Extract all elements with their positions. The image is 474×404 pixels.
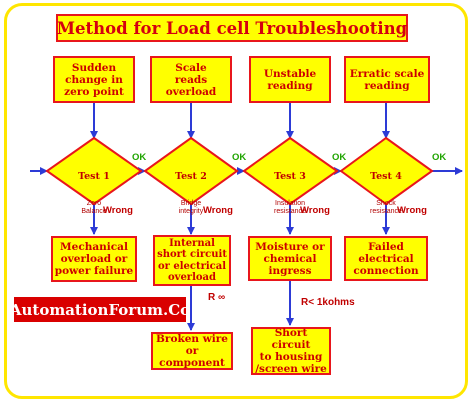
sub-fault-box-3: Short circuit to housing /screen wire [251,327,331,375]
test-label-3: Test 3 Insulation resistance [260,153,320,234]
symptom-box-3: Unstable reading [249,56,331,103]
ok-label-3: OK [332,152,347,163]
wrong-label-2: Wrong [203,205,233,216]
sub-fault-box-2: Broken wire or component [151,332,233,370]
wrong-label-4: Wrong [397,205,427,216]
test-diamond-4 [339,136,434,206]
test-diamond-1 [45,136,143,206]
symptom-box-1: Sudden change in zero point [53,56,135,103]
test-diamond-2 [143,136,239,206]
test-desc-1: Zero Balance [81,200,107,215]
test-desc-2: Bridge integrity [178,200,204,215]
wrong-label-1: Wrong [103,205,133,216]
test-label-2: Test 2 Bridge integrity [161,153,221,234]
r-infinity-note: R ∞ [208,292,226,303]
test-name-1: Test 1 [78,171,110,182]
test-name-2: Test 2 [175,171,207,182]
r-low-note: R< 1kohms [301,297,355,308]
symptom-box-4: Erratic scale reading [344,56,430,103]
wrong-label-3: Wrong [300,205,330,216]
fault-box-1: Mechanical overload or power failure [51,236,137,282]
symptom-box-2: Scale reads overload [150,56,232,103]
test-desc-3: Insulation resistance [274,200,306,215]
fault-box-2: Internal short circuit or electrical ove… [153,235,231,286]
test-diamond-3 [242,136,339,206]
test-name-4: Test 4 [370,171,402,182]
brand-logo: AutomationForum.Co [10,297,190,322]
test-label-4: Test 4 Shock resistance [356,153,416,234]
page-title: Method for Load cell Troubleshooting [56,14,408,42]
test-label-1: Test 1 Zero Balance [64,153,124,234]
test-desc-4: Shock resistance [370,200,402,215]
ok-label-4: OK [432,152,447,163]
test-name-3: Test 3 [274,171,306,182]
ok-label-2: OK [232,152,247,163]
ok-label-1: OK [132,152,147,163]
fault-box-3: Moisture or chemical ingress [248,236,332,281]
fault-box-4: Failed electrical connection [344,236,428,281]
